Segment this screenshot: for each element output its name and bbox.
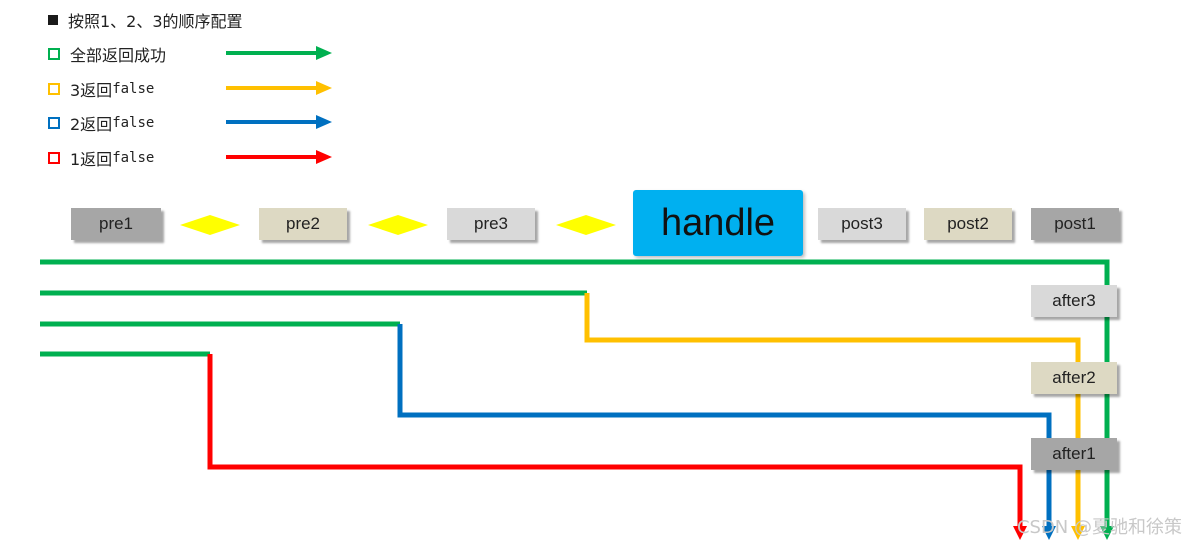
diamond-shape-3 [556, 215, 616, 235]
pre2-box: pre2 [259, 208, 347, 240]
legend-item-label: 3返回 [70, 81, 113, 100]
green-arrow-icon [226, 46, 332, 60]
red-square-icon [48, 152, 60, 164]
diamond-shape-2 [368, 215, 428, 235]
after2-box: after2 [1031, 362, 1117, 394]
post1-box: post1 [1031, 208, 1119, 240]
blue-square-icon [48, 117, 60, 129]
yellow-path [584, 293, 1081, 528]
pre1-box: pre1 [71, 208, 161, 240]
legend-item-label: 全部返回成功 [70, 46, 167, 65]
legend-item-false: false [112, 115, 155, 131]
legend-item-false: false [112, 81, 155, 97]
red-arrowhead [1013, 526, 1027, 540]
yellow-arrowhead [1071, 526, 1085, 540]
legend-title-row: 按照1、2、3的顺序配置 [48, 8, 243, 32]
green-square-icon [48, 48, 60, 60]
yellow-arrow-icon [226, 81, 332, 95]
post2-box: post2 [924, 208, 1012, 240]
legend-title: 按照1、2、3的顺序配置 [68, 12, 243, 31]
blue-arrowhead [1042, 526, 1056, 540]
red-path [207, 354, 1023, 528]
handle-box: handle [633, 190, 803, 256]
blue-path [397, 324, 1052, 528]
after1-box: after1 [1031, 438, 1117, 470]
green-arrowhead [1100, 526, 1114, 540]
legend-item-label: 1返回 [70, 150, 113, 169]
diamond-shape-1 [180, 215, 240, 235]
watermark: CSDN @夏驰和徐策 [1016, 517, 1182, 538]
post3-box: post3 [818, 208, 906, 240]
after3-box: after3 [1031, 285, 1117, 317]
yellow-square-icon [48, 83, 60, 95]
legend-item-label: 2返回 [70, 115, 113, 134]
legend-item-all-success: 全部返回成功 [48, 42, 166, 66]
square-bullet-icon [48, 15, 58, 25]
pre3-box: pre3 [447, 208, 535, 240]
legend-item-false: false [112, 150, 155, 166]
red-arrow-icon [226, 150, 332, 164]
green-path [40, 259, 1110, 528]
blue-arrow-icon [226, 115, 332, 129]
